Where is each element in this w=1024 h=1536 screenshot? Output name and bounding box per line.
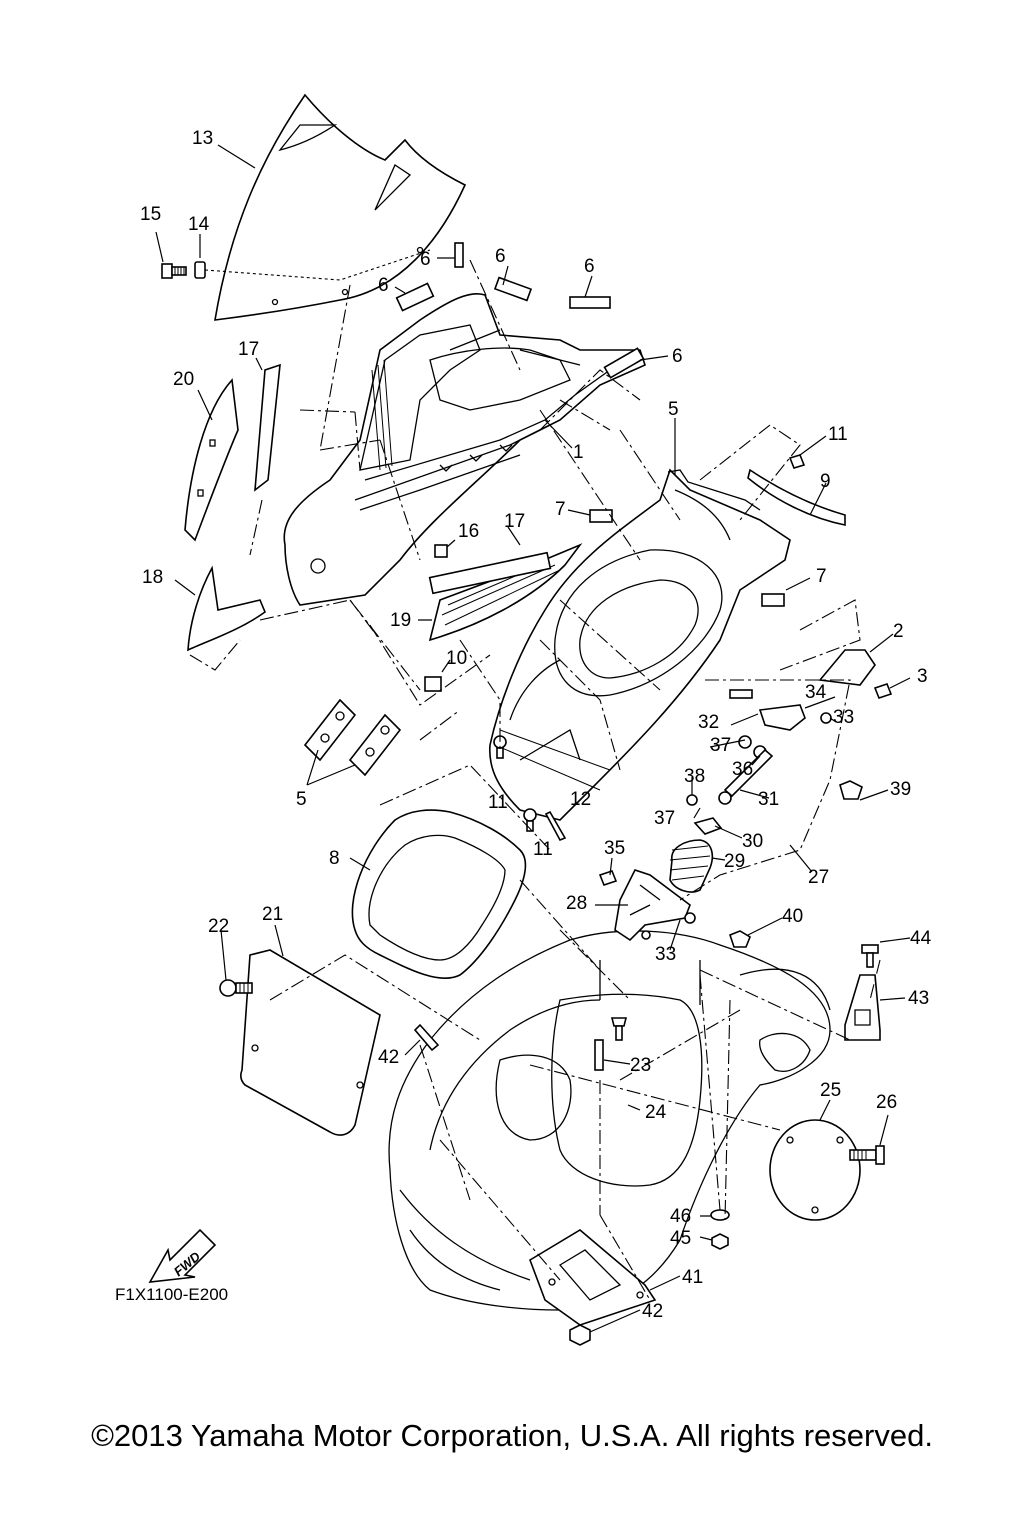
- clip-part: [434, 544, 448, 558]
- screw-part: [161, 261, 206, 279]
- callout-label: 6: [672, 346, 683, 367]
- callout-label: 6: [420, 249, 431, 270]
- callout-label: 13: [192, 128, 213, 149]
- callout-label: 44: [910, 928, 932, 949]
- hull-part: [388, 930, 831, 1311]
- callout-label: 11: [488, 792, 508, 813]
- callout-label: 33: [655, 944, 676, 965]
- callout-label: 25: [820, 1080, 841, 1101]
- windshield-part: [214, 93, 467, 321]
- callout-label: 20: [173, 369, 194, 390]
- callout-label: 2: [893, 621, 904, 642]
- callout-label: 11: [533, 839, 553, 860]
- callout-label: 7: [816, 566, 827, 587]
- callout-label: 5: [668, 399, 679, 420]
- callout-label: 42: [378, 1047, 399, 1068]
- callout-label: 6: [495, 246, 506, 267]
- callout-label: 9: [820, 471, 831, 492]
- callout-label: 24: [645, 1102, 667, 1123]
- callout-label: 16: [458, 521, 479, 542]
- fwd-arrow-icon: FWD: [148, 1228, 217, 1283]
- callout-label: 26: [876, 1092, 897, 1113]
- seat-part: [489, 468, 846, 821]
- callout-label: 39: [890, 779, 911, 800]
- callout-label: 32: [698, 712, 719, 733]
- callout-label: 30: [742, 831, 763, 852]
- callout-label: 1: [573, 442, 584, 463]
- frame-part: [351, 809, 527, 979]
- callout-label: 22: [208, 916, 229, 937]
- callout-label: 23: [630, 1055, 651, 1076]
- copyright-text: ©2013 Yamaha Motor Corporation, U.S.A. A…: [91, 1418, 933, 1453]
- callout-label: 31: [758, 789, 779, 810]
- callout-label: 3: [917, 666, 928, 687]
- bolt-part: [219, 979, 253, 997]
- callout-label: 46: [670, 1206, 691, 1227]
- callout-label: 11: [828, 424, 848, 445]
- side-panel-part: [184, 363, 281, 542]
- callout-label: 45: [670, 1228, 691, 1249]
- callout-label: 19: [390, 610, 411, 631]
- callout-label: 14: [188, 214, 210, 235]
- drawing-code: F1X1100-E200: [115, 1285, 228, 1304]
- bracket-part: [529, 1229, 657, 1326]
- latch-part: [844, 944, 881, 1041]
- hinge-assembly-part: [598, 649, 893, 948]
- callout-label: 7: [555, 499, 566, 520]
- callout-label: 18: [142, 567, 163, 588]
- callout-label: 37: [710, 735, 731, 756]
- callout-label: 6: [584, 256, 595, 277]
- trim-part: [187, 543, 583, 652]
- callout-labels: 13 15 14 6 6 6 6 6 17 20 5 11 1 9 7 16 1…: [140, 128, 932, 1322]
- callout-label: 34: [805, 682, 827, 703]
- callout-label: 15: [140, 204, 161, 225]
- callout-label: 38: [684, 766, 705, 787]
- callout-label: 27: [808, 867, 829, 888]
- callout-label: 43: [908, 988, 929, 1009]
- screw-part: [849, 1145, 885, 1165]
- callout-label: 12: [570, 789, 591, 810]
- callout-label: 29: [724, 851, 745, 872]
- callout-label: 8: [329, 848, 340, 869]
- callout-label: 21: [262, 904, 283, 925]
- callout-label: 42: [642, 1301, 663, 1322]
- callout-label: 37: [654, 808, 675, 829]
- callout-label: 6: [378, 275, 389, 296]
- callout-label: 36: [732, 759, 753, 780]
- fastener-part: [413, 454, 806, 1071]
- callout-label: 17: [238, 339, 259, 360]
- callout-label: 41: [682, 1267, 703, 1288]
- cover-part: [769, 1119, 861, 1221]
- callout-label: 35: [604, 838, 625, 859]
- plate-part: [239, 949, 381, 1136]
- callout-label: 28: [566, 893, 587, 914]
- bracket-part: [303, 698, 402, 777]
- callout-label: 5: [296, 789, 307, 810]
- callout-label: 33: [833, 707, 854, 728]
- callout-label: 17: [504, 511, 525, 532]
- callout-label: 10: [446, 648, 467, 669]
- callout-label: 40: [782, 906, 803, 927]
